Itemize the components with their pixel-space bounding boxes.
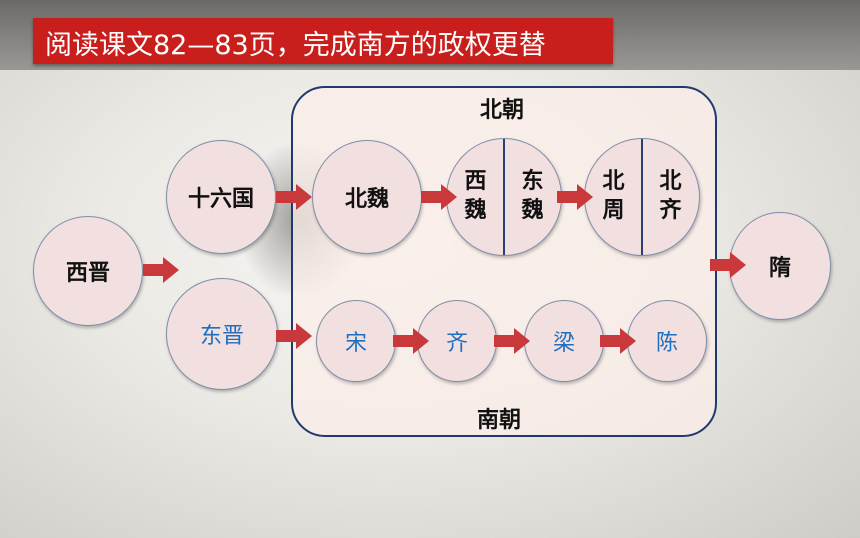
south-dynasties-label: 南朝 [477, 408, 522, 433]
split-divider [503, 139, 505, 255]
arrow-icon [710, 252, 746, 278]
arrow-icon [276, 323, 312, 349]
north-dynasties-label: 北朝 [480, 98, 525, 123]
node-north-zhou-qi: 北 周 北 齐 [584, 138, 700, 256]
node-xijin: 西晋 [33, 216, 143, 326]
node-song: 宋 [316, 300, 396, 382]
node-beiwei: 北魏 [312, 140, 422, 254]
title-banner: 阅读课文82—83页，完成南方的政权更替 [33, 18, 613, 64]
node-shiliuguo: 十六国 [166, 140, 276, 254]
arrow-icon [557, 184, 593, 210]
arrow-icon [276, 184, 312, 210]
split-divider [641, 139, 643, 255]
node-west-east-wei: 西 魏 东 魏 [446, 138, 562, 256]
node-beiqi: 北 齐 [659, 169, 682, 223]
arrow-icon [421, 184, 457, 210]
node-qi: 齐 [417, 300, 497, 382]
arrow-icon [143, 257, 179, 283]
arrow-icon [393, 328, 429, 354]
arrow-icon [494, 328, 530, 354]
arrow-icon [600, 328, 636, 354]
node-dongjin: 东晋 [166, 278, 278, 390]
node-xiwei: 西 魏 [464, 169, 487, 223]
node-sui: 隋 [729, 212, 831, 320]
node-dongwei: 东 魏 [521, 169, 544, 223]
node-liang: 梁 [524, 300, 604, 382]
node-beizhou: 北 周 [602, 169, 625, 223]
node-chen: 陈 [627, 300, 707, 382]
page-title: 阅读课文82—83页，完成南方的政权更替 [45, 30, 546, 61]
